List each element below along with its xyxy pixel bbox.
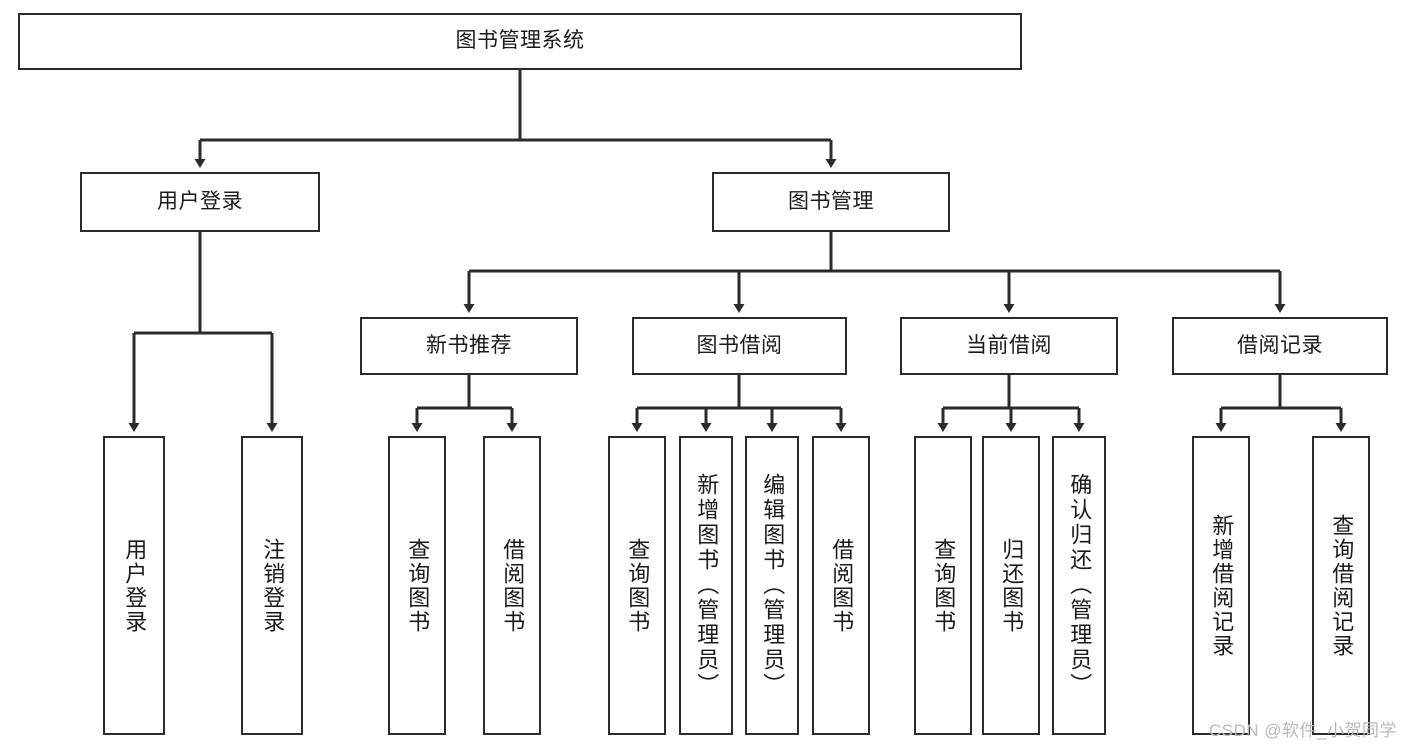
leaf-user-login[interactable]: 用户登录 [103, 436, 165, 735]
leaf-query-book-2-label: 查询图书 [625, 537, 651, 634]
node-book-borrow[interactable]: 图书借阅 [632, 317, 847, 375]
node-book-management[interactable]: 图书管理 [712, 172, 950, 232]
leaf-add-book-admin[interactable]: 新增图书（管理员） [679, 436, 733, 735]
node-new-book-recommend[interactable]: 新书推荐 [360, 317, 578, 375]
leaf-query-book-1[interactable]: 查询图书 [388, 436, 446, 735]
leaf-return-book-label: 归还图书 [999, 537, 1025, 634]
leaf-user-logout-label: 注销登录 [260, 537, 286, 634]
node-borrow-record[interactable]: 借阅记录 [1172, 317, 1388, 375]
leaf-borrow-book-1[interactable]: 借阅图书 [483, 436, 541, 735]
node-user-login-label: 用户登录 [157, 189, 243, 213]
leaf-query-book-1-label: 查询图书 [405, 537, 431, 634]
node-root-label: 图书管理系统 [455, 29, 585, 53]
leaf-user-logout[interactable]: 注销登录 [241, 436, 303, 735]
leaf-user-login-label: 用户登录 [122, 537, 148, 634]
leaf-confirm-return-admin-label: 确认归还（管理员） [1067, 473, 1093, 698]
leaf-edit-book-admin-label: 编辑图书（管理员） [760, 473, 786, 698]
leaf-add-borrow-record[interactable]: 新增借阅记录 [1192, 436, 1250, 735]
watermark-text: CSDN @软件_小贺同学 [1208, 721, 1397, 740]
node-user-login[interactable]: 用户登录 [80, 172, 320, 232]
leaf-query-borrow-record[interactable]: 查询借阅记录 [1312, 436, 1370, 735]
leaf-query-borrow-record-label: 查询借阅记录 [1329, 513, 1355, 658]
leaf-borrow-book-2[interactable]: 借阅图书 [812, 436, 870, 735]
node-book-borrow-label: 图书借阅 [696, 333, 783, 357]
node-new-book-recommend-label: 新书推荐 [426, 333, 512, 357]
leaf-return-book[interactable]: 归还图书 [982, 436, 1040, 735]
leaf-confirm-return-admin[interactable]: 确认归还（管理员） [1052, 436, 1106, 735]
node-root[interactable]: 图书管理系统 [18, 13, 1022, 70]
node-current-borrow[interactable]: 当前借阅 [900, 317, 1118, 375]
leaf-query-book-3[interactable]: 查询图书 [914, 436, 972, 735]
leaf-add-borrow-record-label: 新增借阅记录 [1209, 513, 1235, 658]
leaf-query-book-3-label: 查询图书 [931, 537, 957, 634]
node-book-management-label: 图书管理 [788, 189, 874, 213]
leaf-edit-book-admin[interactable]: 编辑图书（管理员） [745, 436, 799, 735]
leaf-borrow-book-1-label: 借阅图书 [500, 537, 526, 634]
leaf-add-book-admin-label: 新增图书（管理员） [694, 473, 720, 698]
node-borrow-record-label: 借阅记录 [1237, 333, 1323, 357]
leaf-borrow-book-2-label: 借阅图书 [829, 537, 855, 634]
node-current-borrow-label: 当前借阅 [966, 333, 1052, 357]
leaf-query-book-2[interactable]: 查询图书 [608, 436, 666, 735]
